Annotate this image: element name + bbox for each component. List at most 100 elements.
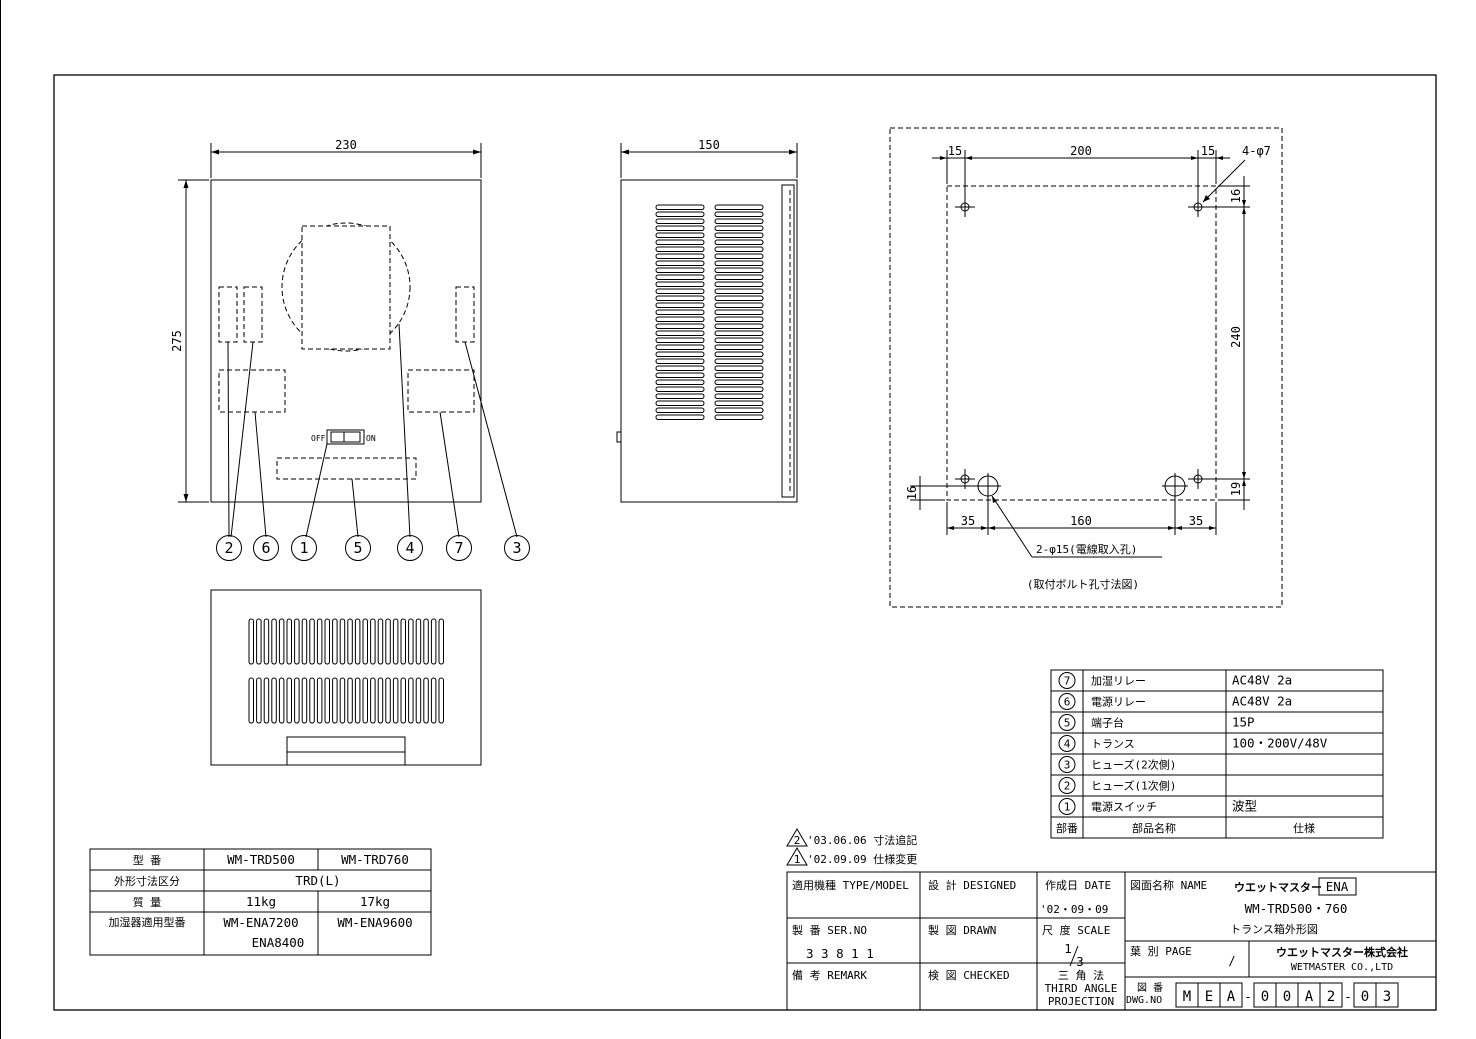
louver-slot (655, 351, 705, 357)
louver-slot (655, 253, 705, 259)
louver-slot (655, 400, 705, 406)
louver-slot (324, 618, 330, 665)
tb-date-value: '02・09・09 (1040, 903, 1108, 916)
louver-slot (438, 677, 444, 724)
louver-slot (655, 414, 705, 420)
louver-slot (655, 260, 705, 266)
fuse-2-outline (455, 286, 475, 343)
bolt-hole-plan: 15 200 15 4-φ7 16 240 19 16 35 160 35 (889, 127, 1283, 608)
louver-slot (714, 414, 764, 420)
louver-slot (408, 618, 414, 665)
louver-slot (655, 295, 705, 301)
louver-slot (286, 618, 292, 665)
tb-remark: 備 考 REMARK (792, 969, 867, 982)
parts-row-no: 3 (1064, 759, 1071, 772)
dim-240: 240 (1229, 326, 1243, 348)
parts-row-spec: 15P (1232, 715, 1255, 730)
balloon-6: 6 (261, 539, 270, 557)
balloon-3: 3 (512, 539, 521, 557)
louver-slot (714, 393, 764, 399)
louver-slot (655, 302, 705, 308)
louver-slot (655, 337, 705, 343)
louver-slot (423, 618, 429, 665)
louver-slot (286, 677, 292, 724)
tb-scale-den: 3 (1076, 954, 1084, 969)
side-louvers (655, 204, 764, 420)
revision-2-mark: 2 (794, 834, 801, 847)
louver-slot (714, 372, 764, 378)
model-r1-value: TRD(L) (295, 873, 340, 888)
model-r3-label: 加湿器適用型番 (109, 915, 186, 929)
revision-list: 2 '03.06.06 寸法追記 1 '02.09.09 仕様変更 (786, 828, 917, 866)
louver-slot (655, 204, 705, 210)
parts-row-spec: 100・200V/48V (1232, 736, 1328, 751)
louver-slot (655, 211, 705, 217)
louver-slot (278, 677, 285, 724)
louver-slot (400, 677, 406, 724)
tb-projection-2: PROJECTION (1048, 995, 1114, 1008)
louver-slot (714, 288, 764, 294)
parts-row-no: 7 (1064, 675, 1071, 688)
louver-slot (423, 677, 429, 724)
parts-row-name: 電源スイッチ (1091, 800, 1157, 814)
front-width-dim: 230 (335, 138, 357, 152)
power-switch-icon (326, 429, 365, 445)
louver-slot (714, 323, 764, 329)
parts-row-no: 2 (1064, 780, 1071, 793)
dim-16-left: 16 (905, 486, 919, 500)
dwg-cell: E (1205, 989, 1213, 1005)
louver-slot (655, 281, 705, 287)
louver-slot (392, 677, 399, 724)
louver-slot (714, 211, 764, 217)
transformer-outline (281, 222, 411, 352)
louver-slot (655, 365, 705, 371)
louver-slot (332, 677, 338, 724)
bottom-view (210, 589, 482, 766)
louver-slot (714, 337, 764, 343)
louver-slot (714, 330, 764, 336)
dwg-separator: - (1244, 989, 1252, 1004)
louver-slot (714, 204, 764, 210)
louver-slot (655, 309, 705, 315)
model-header-label: 型 番 (133, 853, 162, 867)
dim-16-right: 16 (1229, 189, 1243, 203)
bottom-louvers (248, 618, 444, 724)
louver-slot (256, 618, 262, 665)
title-block: 適用機種 TYPE/MODEL 設 計 DESIGNED 作成日 DATE '0… (786, 871, 1437, 1011)
louver-slot (655, 407, 705, 413)
parts-row-name: 電源リレー (1091, 695, 1146, 709)
model-r3-b: WM-ENA9600 (337, 915, 412, 930)
fuse-1-outline (218, 286, 238, 343)
louver-slot (324, 677, 330, 724)
louver-slot (714, 281, 764, 287)
louver-slot (438, 618, 444, 665)
tb-projection-jp: 三 角 法 (1058, 968, 1104, 982)
louver-slot (339, 618, 346, 665)
louver-slot (316, 618, 323, 665)
parts-header-spec: 仕様 (1293, 821, 1315, 835)
louver-slot (415, 618, 422, 665)
parts-row-name: ヒューズ(1次側) (1091, 779, 1176, 793)
revision-1-text: '02.09.09 仕様変更 (807, 852, 917, 866)
louver-slot (430, 618, 437, 665)
tb-type-model: 適用機種 TYPE/MODEL (792, 878, 909, 892)
tb-name-label: 図面名称 NAME (1130, 878, 1207, 892)
model-header-a: WM-TRD500 (227, 852, 295, 867)
tb-drawing-title: WM-TRD500・760 (1245, 901, 1348, 916)
louver-slot (655, 267, 705, 273)
front-height-dim: 275 (170, 330, 184, 352)
louver-slot (655, 246, 705, 252)
tb-ser-label: 製 番 SER.NO (792, 923, 867, 937)
tb-designed: 設 計 DESIGNED (928, 878, 1016, 892)
louver-slot (714, 246, 764, 252)
tb-scale-label: 尺 度 SCALE (1042, 923, 1110, 937)
louver-slot (377, 677, 384, 724)
model-table: 型 番 WM-TRD500 WM-TRD760 外形寸法区分 TRD(L) 質 … (89, 848, 432, 956)
tb-scale-num: 1 (1064, 941, 1072, 956)
tb-dwg-label-jp: 図 番 (1137, 982, 1163, 994)
drawing-frame (53, 74, 1437, 1011)
parts-row-name: ヒューズ(2次側) (1091, 758, 1176, 772)
louver-slot (655, 274, 705, 280)
